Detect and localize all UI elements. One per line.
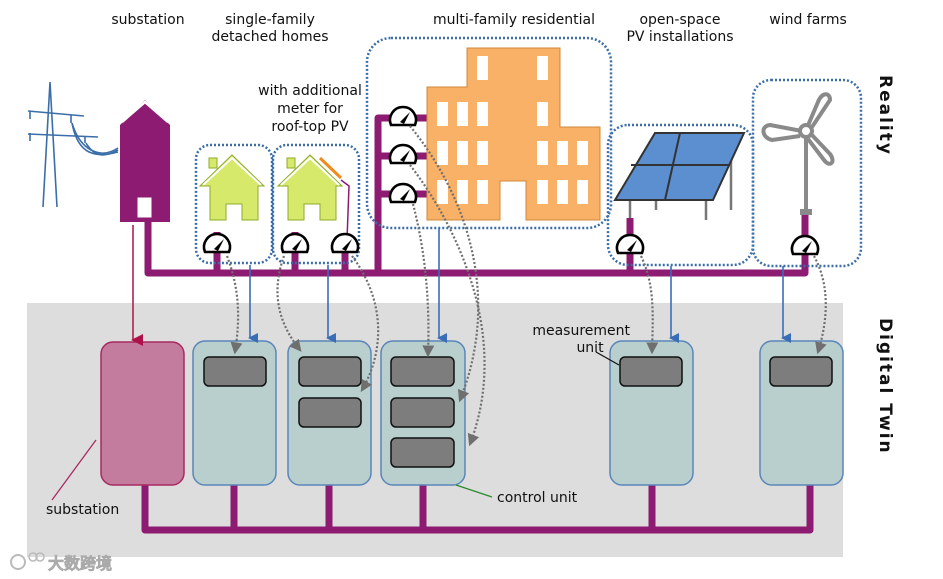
measurement-unit[interactable]	[769, 356, 833, 387]
control-unit-leader	[455, 484, 493, 498]
control-unit[interactable]	[287, 340, 372, 486]
wind-turbine-icon	[761, 92, 835, 215]
meter-icon	[388, 182, 418, 204]
label-wind-farms: wind farms	[769, 12, 847, 28]
label-pv-meter-1: with additional	[258, 83, 362, 99]
group-single-family	[194, 143, 274, 265]
label-substation: substation	[111, 12, 184, 28]
control-unit[interactable]	[192, 340, 277, 486]
label-multi-family: multi-family residential	[433, 12, 595, 28]
watermark: 大数跨境	[10, 552, 112, 573]
measurement-unit[interactable]	[298, 397, 362, 428]
label-open-space-1: open-space	[639, 12, 720, 28]
group-open-space-pv	[606, 123, 755, 267]
meter-icon	[202, 232, 232, 254]
measurement-unit[interactable]	[203, 356, 267, 387]
measurement-unit[interactable]	[619, 356, 683, 387]
label-control-unit: control unit	[497, 490, 578, 506]
label-digital-twin: Digital Twin	[875, 318, 895, 455]
label-twin-substation: substation	[46, 502, 119, 518]
meter-icon	[280, 232, 310, 254]
measurement-unit[interactable]	[390, 356, 455, 387]
measurement-unit[interactable]	[390, 437, 455, 468]
house-with-pv-icon	[276, 154, 350, 241]
label-single-family-1: single-family	[225, 12, 315, 28]
twin-grid-bus	[141, 480, 814, 534]
solar-panel-icon	[613, 132, 746, 220]
label-measurement-unit-1: measurement	[532, 323, 630, 339]
apartment-building-icon	[426, 47, 601, 221]
meter-icon	[388, 105, 418, 127]
group-rooftop-pv	[271, 143, 361, 265]
twin-substation-leader	[51, 439, 97, 501]
control-unit[interactable]	[609, 340, 694, 486]
measurement-unit[interactable]	[390, 397, 455, 428]
watermark-text: 大数跨境	[48, 554, 112, 573]
label-open-space-2: PV installations	[626, 29, 733, 45]
twin-substation-box[interactable]	[100, 341, 185, 486]
group-wind-farm	[751, 78, 863, 268]
control-unit[interactable]	[759, 340, 844, 486]
transmission-tower-icon	[27, 81, 119, 208]
label-reality: Reality	[875, 75, 895, 156]
meter-data-arrows	[225, 125, 827, 447]
house-icon	[198, 154, 266, 221]
control-unit[interactable]	[380, 340, 466, 486]
label-pv-meter-2: meter for	[277, 101, 343, 117]
meter-icon	[790, 234, 820, 256]
meter-icon	[388, 143, 418, 165]
substation-icon	[120, 100, 170, 222]
meter-icon	[615, 233, 645, 255]
meter-icon	[330, 232, 360, 254]
measurement-unit-leader	[595, 351, 620, 366]
measurement-unit[interactable]	[298, 356, 362, 387]
data-arrows	[248, 228, 791, 343]
label-single-family-2: detached homes	[211, 29, 328, 45]
label-pv-meter-3: roof-top PV	[271, 119, 349, 135]
group-multi-family	[365, 36, 613, 230]
